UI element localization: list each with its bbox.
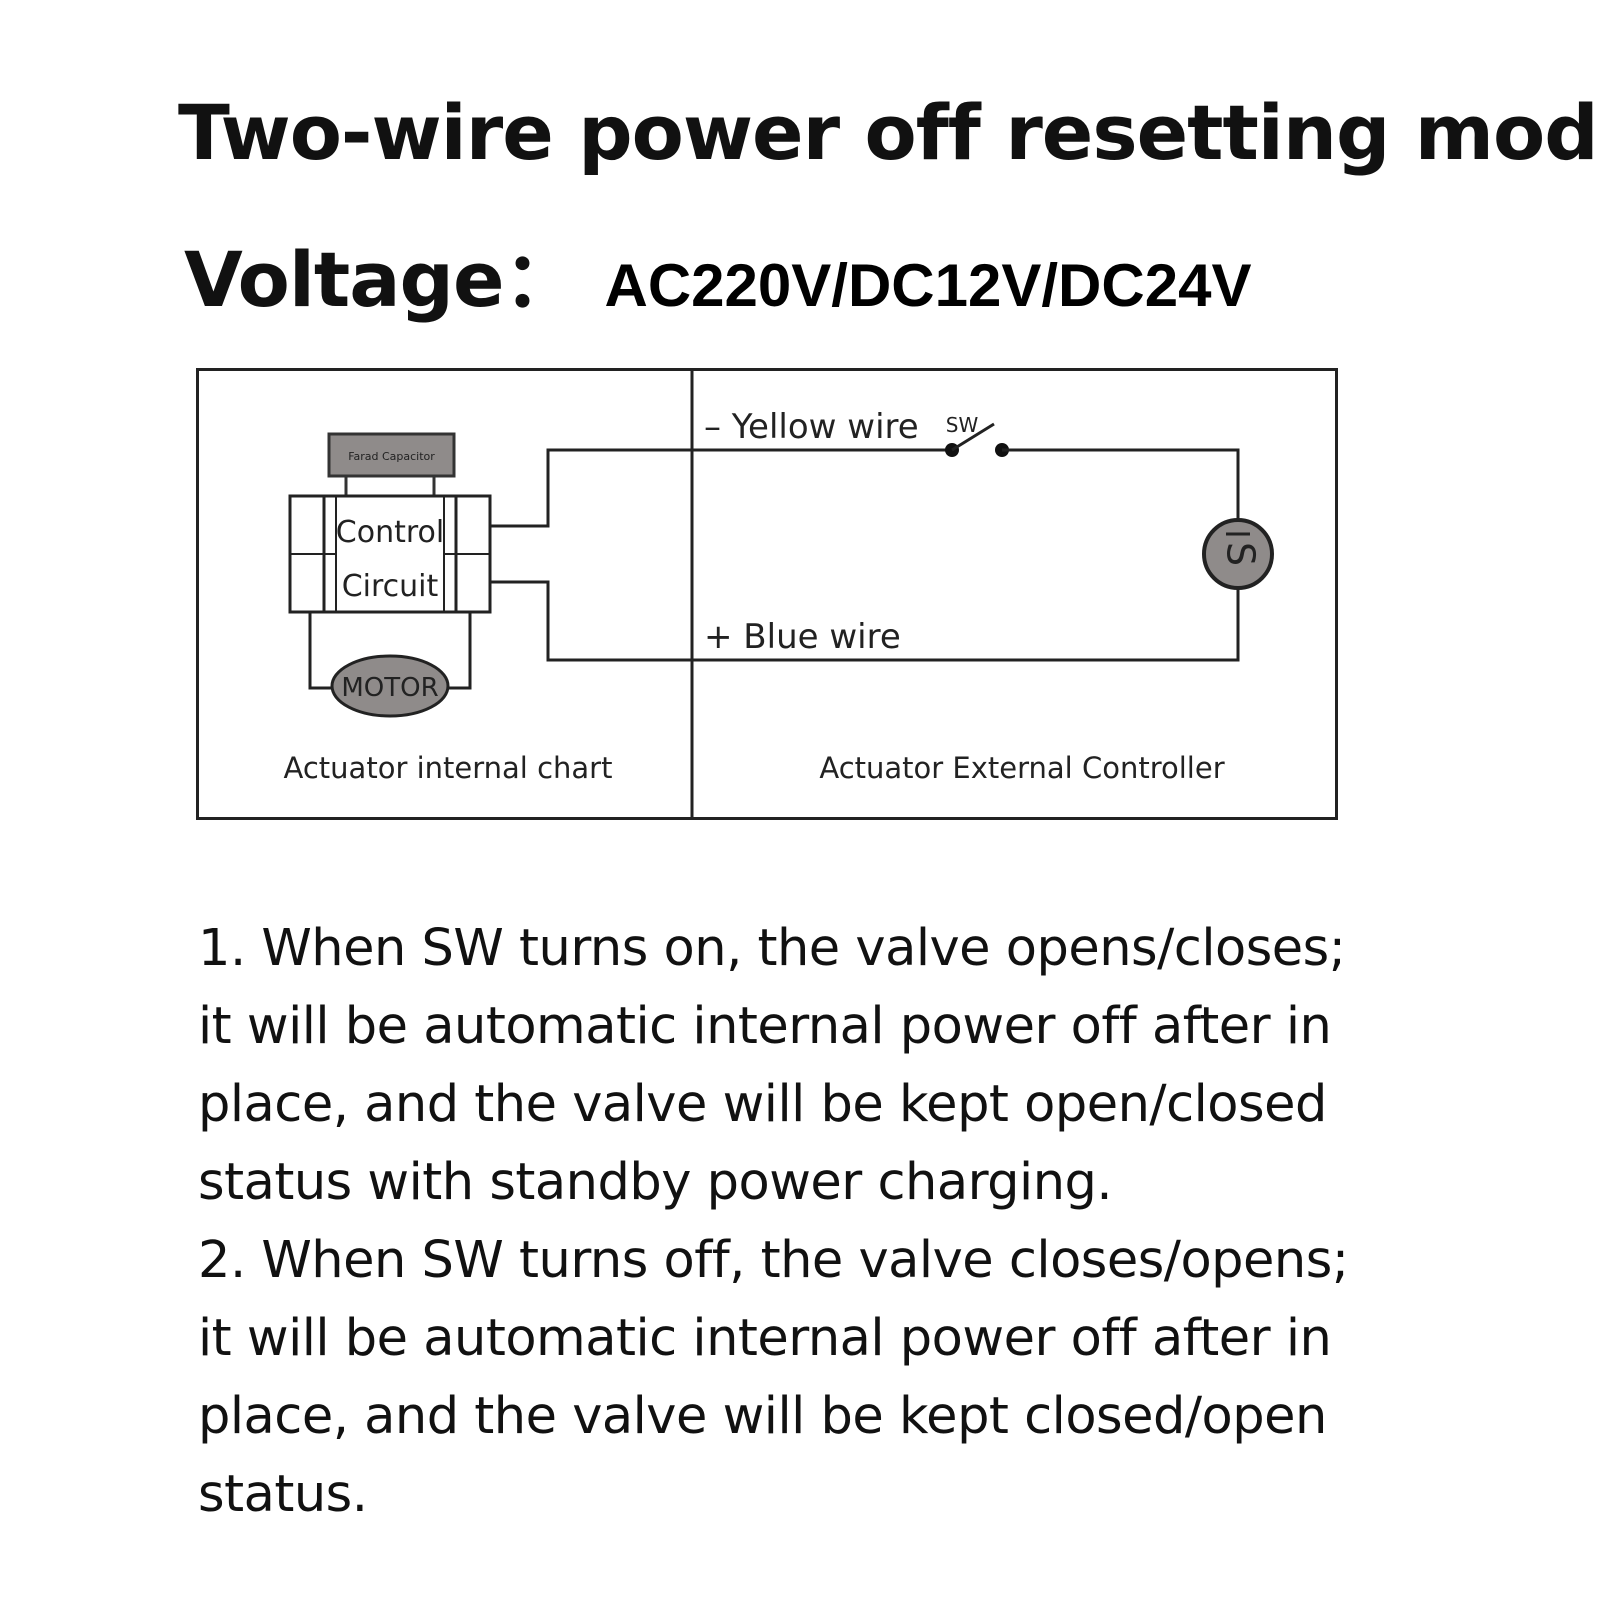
internal-caption: Actuator internal chart [284,751,613,785]
load-label: S [1219,542,1263,566]
motor: MOTOR [330,654,450,718]
description-item-2: 2. When SW turns off, the valve closes/o… [198,1231,1349,1524]
voltage-value: AC220V/DC12V/DC24V [604,252,1252,319]
blue-wire-label: + Blue wire [704,617,901,657]
yellow-wire-label: – Yellow wire [704,407,919,447]
blue-wire-internal [490,580,692,662]
motor-lead-left [308,612,332,690]
control-label: Control [336,515,444,550]
voltage-label: Voltage： [184,235,579,324]
switch-label: SW [946,413,979,437]
circuit-label: Circuit [342,569,439,604]
capacitor-label: Farad Capacitor [348,450,435,463]
wiring-diagram: Farad Capacitor Control Circuit MOTOR SW… [196,368,1338,820]
yellow-wire-to-load [1002,448,1240,520]
diagram-frame [196,368,1338,820]
page-title: Two-wire power off resetting mode [178,88,1600,177]
motor-label: MOTOR [341,673,438,703]
blue-wire [692,588,1240,662]
description-item-1: 1. When SW turns on, the valve opens/clo… [198,919,1346,1212]
voltage-row: Voltage： AC220V/DC12V/DC24V [184,218,1251,328]
load-device: S [1202,518,1274,590]
control-circuit-block: Control Circuit [288,494,492,614]
switch-sw: SW [945,413,1009,457]
farad-capacitor: Farad Capacitor [327,432,456,478]
yellow-wire-internal [490,448,692,528]
motor-lead-right [448,612,472,690]
external-caption: Actuator External Controller [819,751,1224,785]
